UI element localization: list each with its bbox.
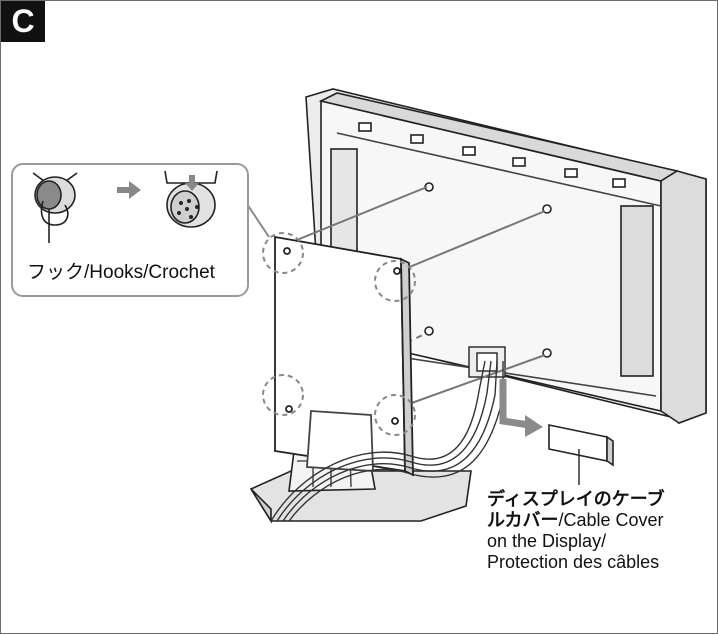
hook-attached-icon — [164, 170, 218, 228]
removal-arrow — [499, 379, 543, 437]
section-badge: C — [1, 1, 45, 42]
cable-holder-illustration — [468, 346, 506, 378]
back-cover-panel — [274, 235, 414, 477]
callout-line-1: ディスプレイのケーブ — [487, 489, 665, 509]
inset-leader-line — [244, 200, 270, 238]
hooks-label: フック/Hooks/Crochet — [27, 257, 215, 284]
hooks-label-en: /Hooks/Crochet — [84, 262, 215, 283]
hook-position-markers — [262, 232, 416, 436]
hook-icon — [32, 172, 78, 243]
cable-cover-illustration — [548, 424, 614, 485]
callout-line-2-jp: ルカバー — [487, 510, 559, 530]
callout-line-4: Protection des câbles — [487, 552, 660, 572]
cable-cover-callout: ディスプレイのケーブ ルカバー/Cable Cover on the Displ… — [487, 489, 717, 573]
cable-bundle — [270, 360, 504, 522]
callout-line-2: ルカバー/Cable Cover — [487, 510, 717, 531]
callout-line-3: on the Display/ — [487, 531, 607, 551]
hooks-label-jp: フック — [27, 262, 85, 283]
hook-detail-inset — [11, 163, 249, 297]
callout-line-2-en: /Cable Cover — [558, 510, 664, 530]
hook-detail-art — [32, 170, 218, 243]
arrow-right-icon — [117, 181, 141, 199]
